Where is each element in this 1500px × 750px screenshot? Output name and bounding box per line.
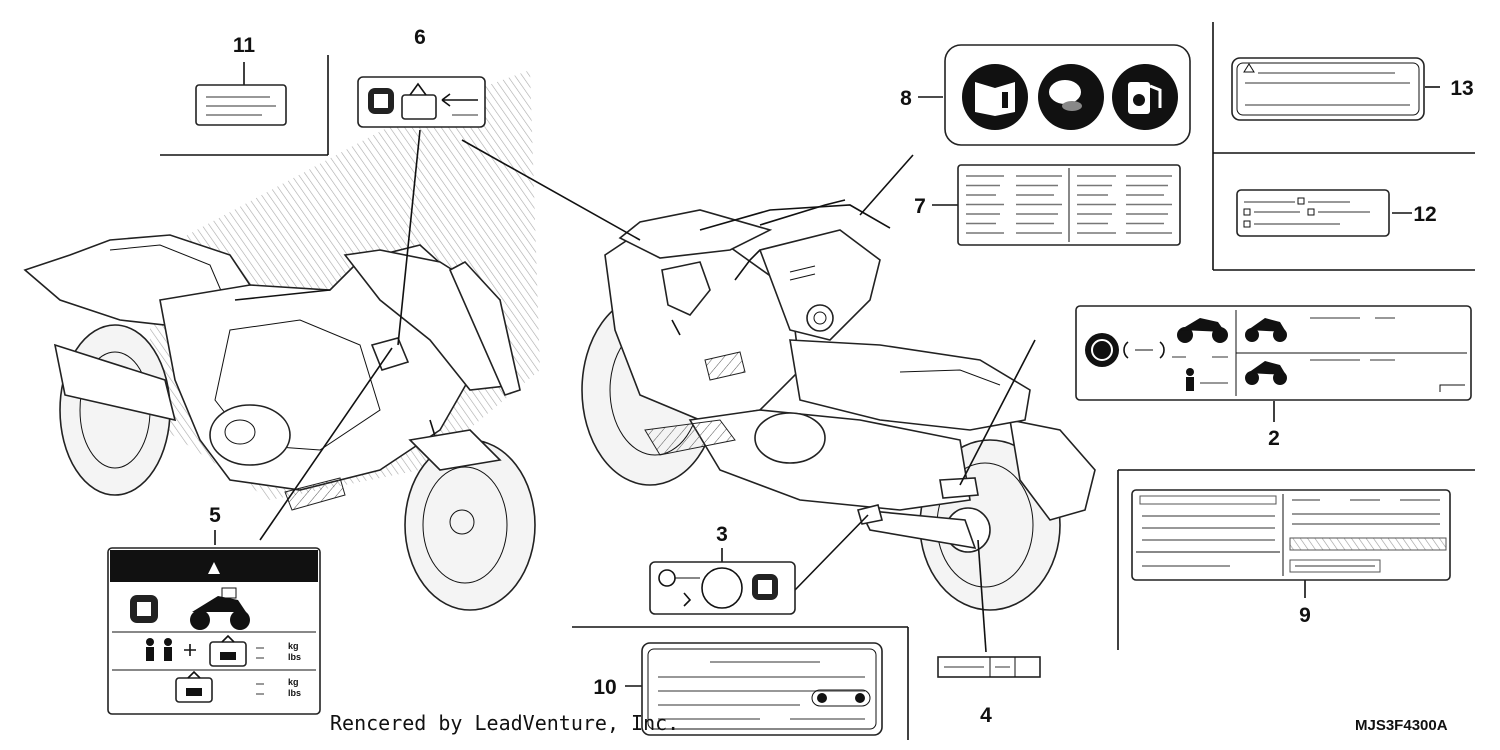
motorcycle-icon <box>1245 318 1287 342</box>
callout-numbers: 11 6 8 7 13 12 2 5 3 9 10 4 <box>209 26 1474 727</box>
motorcycle-icon <box>190 587 250 630</box>
callout-4: 4 <box>980 704 992 727</box>
callout-9: 9 <box>1299 604 1311 627</box>
motorcycle-icon <box>1177 318 1228 343</box>
callout-3: 3 <box>716 523 728 546</box>
motorcycle-icon <box>1245 361 1287 385</box>
label-2 <box>1075 305 1472 401</box>
weight-unit-kg: kg <box>288 677 299 687</box>
label-11 <box>195 84 287 126</box>
motorcycle-left-view <box>23 70 540 611</box>
callout-10: 10 <box>593 676 616 699</box>
callout-7: 7 <box>914 195 926 218</box>
callout-13: 13 <box>1450 77 1473 100</box>
callout-8: 8 <box>900 87 912 110</box>
label-8 <box>944 44 1191 146</box>
label-13 <box>1231 57 1425 121</box>
luggage-icon <box>209 634 247 667</box>
label-9 <box>1131 489 1451 581</box>
diagram-code: MJS3F4300A <box>1355 717 1448 734</box>
label-6 <box>357 76 486 128</box>
render-credit: Rencered by LeadVenture, Inc. <box>330 711 679 735</box>
weight-unit-lbs: lbs <box>288 652 301 662</box>
callout-5: 5 <box>209 504 221 527</box>
callout-11: 11 <box>233 34 256 57</box>
callout-6: 6 <box>414 26 426 49</box>
label-5: kg lbs kg lbs <box>107 547 321 715</box>
motorcycle-right-view <box>581 199 1096 611</box>
callout-2: 2 <box>1268 427 1280 450</box>
rider-icon <box>146 638 172 661</box>
section-dividers <box>160 22 1475 740</box>
label-4 <box>937 656 1041 678</box>
label-7 <box>957 164 1181 246</box>
label-3 <box>649 561 796 615</box>
weight-unit-lbs: lbs <box>288 688 301 698</box>
label-10 <box>641 642 883 736</box>
leader-lines <box>214 62 1440 687</box>
rider-icon <box>1186 368 1194 391</box>
callout-12: 12 <box>1413 203 1436 226</box>
label-12 <box>1236 189 1390 237</box>
luggage-icon <box>175 670 213 703</box>
weight-unit-kg: kg <box>288 641 299 651</box>
